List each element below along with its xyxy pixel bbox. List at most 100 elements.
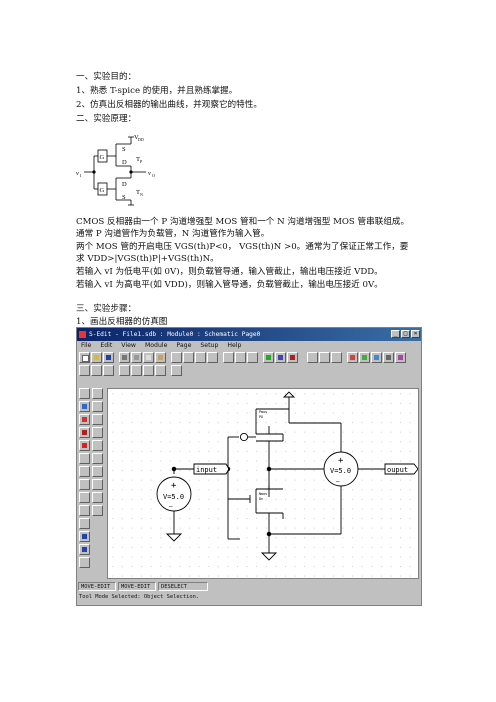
step-back-icon[interactable] — [119, 365, 130, 376]
redo-icon[interactable] — [183, 352, 194, 363]
schematic-drawing: Pmos PO input + V=5.0 — — [156, 391, 419, 561]
rectangle-tool-icon[interactable] — [92, 388, 103, 399]
nmos-tool-icon[interactable] — [79, 414, 90, 425]
zoom-in-icon[interactable] — [223, 352, 234, 363]
cmos-inverter-diagram: V DD S G D T P v O D G S T N v I — [76, 134, 155, 206]
open-icon[interactable] — [91, 352, 102, 363]
schematic-canvas[interactable]: Pmos PO input + V=5.0 — — [107, 388, 419, 579]
capacitor-tool-icon[interactable] — [79, 440, 90, 451]
step-forward-icon[interactable] — [131, 365, 142, 376]
select-arrow-icon[interactable] — [79, 388, 90, 399]
vdd-sub: DD — [138, 137, 144, 142]
status-bar-modes: MOVE-EDIT MOVE-EDIT DESELECT — [77, 582, 421, 591]
menu-edit[interactable]: Edit — [100, 342, 113, 349]
zoom-out-icon[interactable] — [235, 352, 246, 363]
polygon-tool-icon[interactable] — [92, 427, 103, 438]
pan-left-icon[interactable] — [79, 365, 90, 376]
output-label: ouput — [387, 466, 408, 474]
input-port-icon[interactable] — [79, 466, 90, 477]
tool-b-icon[interactable] — [319, 352, 330, 363]
sim-icon[interactable] — [287, 352, 298, 363]
section-2-title: 二、实验原理： — [76, 114, 137, 124]
s-edit-window: S-Edit - File1.sdb : Module0 : Schematic… — [76, 327, 422, 606]
pmos-gate-label: G — [100, 154, 105, 161]
waveform-icon[interactable] — [171, 365, 182, 376]
draw-tool-icon[interactable] — [79, 557, 90, 568]
line-tool-icon[interactable] — [92, 492, 103, 503]
pmos-tool-icon[interactable] — [79, 401, 90, 412]
triangle-tool-icon[interactable] — [92, 453, 103, 464]
instance-tool-icon[interactable] — [79, 544, 90, 555]
arc-tool-icon[interactable] — [92, 414, 103, 425]
pmos-drain-label: D — [122, 159, 127, 166]
tool-c-icon[interactable] — [331, 352, 342, 363]
new-icon[interactable] — [79, 352, 90, 363]
status-mode-3: DESELECT — [158, 582, 208, 591]
status-line: Tool Mode Selected: Object Selection. — [79, 594, 200, 600]
tool-h-icon[interactable] — [395, 352, 406, 363]
view-icon[interactable] — [263, 352, 274, 363]
port-tool-icon[interactable] — [92, 440, 103, 451]
save-icon[interactable] — [103, 352, 114, 363]
pmos-sub: PO — [259, 415, 263, 419]
copy-icon[interactable] — [143, 352, 154, 363]
circle-tool-icon[interactable] — [92, 401, 103, 412]
label-tool-icon[interactable] — [79, 505, 90, 516]
ellipse-tool-icon[interactable] — [79, 479, 90, 490]
vo-label: v — [148, 170, 151, 177]
window-title: S-Edit - File1.sdb : Module0 : Schematic… — [89, 331, 261, 338]
nmos-label: T — [136, 189, 140, 196]
tool-g-icon[interactable] — [383, 352, 394, 363]
principle-paragraph-2: 两个 MOS 管的开启电压 VGS(th)P<0， VGS(th)N >0。通常… — [76, 242, 409, 265]
principle-paragraph-1: CMOS 反相器由一个 P 沟道增强型 MOS 管和一个 N 沟道增强型 MOS… — [76, 217, 410, 240]
toolbar-main — [79, 352, 419, 364]
pop-icon[interactable] — [207, 352, 218, 363]
section-1-title: 一、实验目的： — [76, 72, 137, 82]
left-source-minus: — — [169, 503, 173, 510]
right-source-minus: — — [336, 478, 340, 485]
pmos-label: T — [136, 156, 140, 163]
minimize-icon[interactable]: _ — [391, 330, 400, 338]
status-mode-2: MOVE-EDIT — [118, 582, 156, 591]
probe-tool-icon[interactable] — [79, 531, 90, 542]
close-icon[interactable]: × — [411, 330, 420, 338]
right-source-plus: + — [338, 456, 344, 466]
vi-sub: I — [80, 173, 82, 178]
home-icon[interactable] — [247, 352, 258, 363]
ground-tool-icon[interactable] — [92, 479, 103, 490]
paste-icon[interactable] — [155, 352, 166, 363]
title-bar: S-Edit - File1.sdb : Module0 : Schematic… — [77, 328, 421, 341]
edit-tool-icon[interactable] — [79, 518, 90, 529]
section-3-item-1: 1、画出反相器的仿真图 — [76, 317, 168, 327]
print-icon[interactable] — [119, 352, 130, 363]
menu-file[interactable]: File — [81, 342, 92, 349]
menu-page[interactable]: Page — [176, 342, 192, 349]
menu-setup[interactable]: Setup — [200, 342, 219, 349]
cut-icon[interactable] — [131, 352, 142, 363]
menu-view[interactable]: View — [121, 342, 136, 349]
menu-module[interactable]: Module — [144, 342, 168, 349]
app-icon — [79, 331, 86, 338]
pan-right-icon[interactable] — [91, 365, 102, 376]
resistor-tool-icon[interactable] — [79, 453, 90, 464]
box-tool-icon[interactable] — [79, 492, 90, 503]
source-tool-icon[interactable] — [79, 427, 90, 438]
tool-d-icon[interactable] — [347, 352, 358, 363]
tool-a-icon[interactable] — [307, 352, 318, 363]
tool-f-icon[interactable] — [371, 352, 382, 363]
pmos-sub: P — [140, 159, 143, 164]
output-port-icon[interactable] — [92, 466, 103, 477]
pan-up-icon[interactable] — [103, 365, 114, 376]
push-icon[interactable] — [195, 352, 206, 363]
menu-help[interactable]: Help — [227, 342, 242, 349]
step-first-icon[interactable] — [143, 365, 154, 376]
nmos-gate-label: G — [100, 187, 105, 194]
undo-icon[interactable] — [171, 352, 182, 363]
maximize-icon[interactable]: □ — [401, 330, 410, 338]
tool-e-icon[interactable] — [359, 352, 370, 363]
grid-icon[interactable] — [275, 352, 286, 363]
left-source-value: V=5.0 — [163, 493, 184, 501]
step-last-icon[interactable] — [155, 365, 166, 376]
vo-sub: O — [152, 173, 155, 178]
wire-tool-icon[interactable] — [92, 505, 103, 516]
